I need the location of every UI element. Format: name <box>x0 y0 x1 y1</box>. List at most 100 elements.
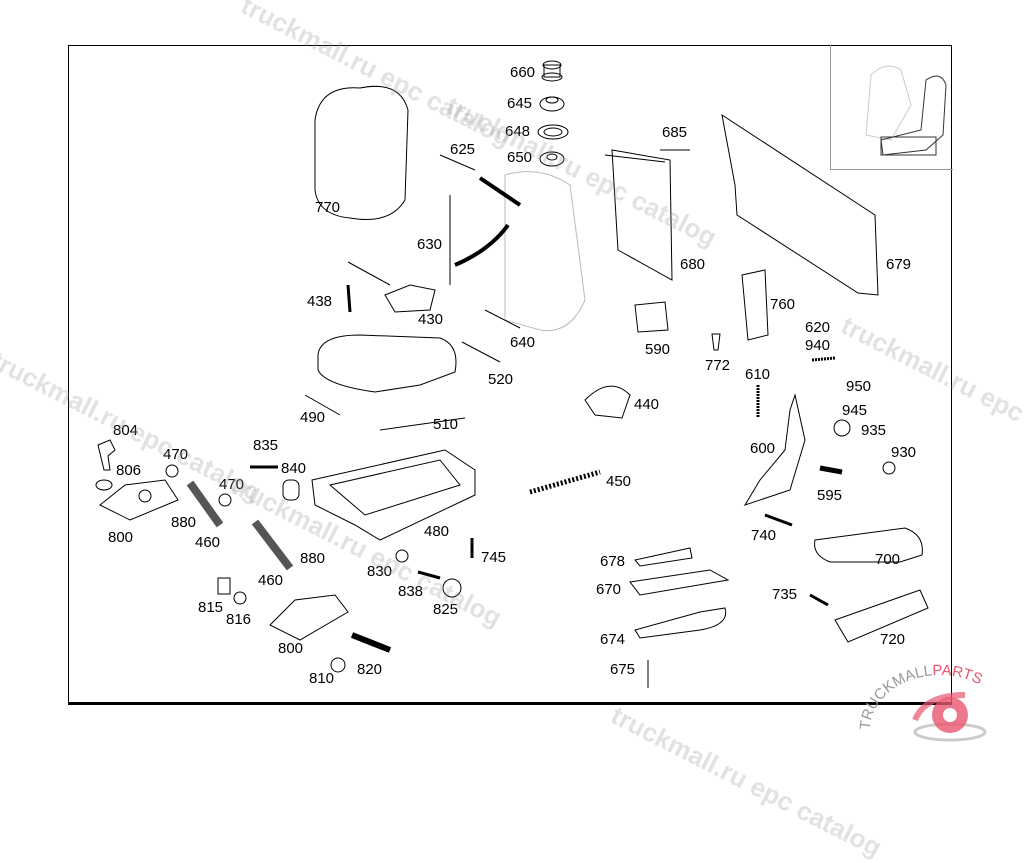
gas-spring-460-a[interactable] <box>186 480 224 528</box>
label-460-a[interactable]: 460 <box>195 534 221 551</box>
label-680[interactable]: 680 <box>680 256 706 273</box>
wire-520[interactable] <box>461 341 501 363</box>
bracket-800-left[interactable] <box>99 479 179 521</box>
label-804[interactable]: 804 <box>113 422 139 439</box>
label-772[interactable]: 772 <box>705 357 731 374</box>
label-935[interactable]: 935 <box>861 422 887 439</box>
label-490[interactable]: 490 <box>300 409 326 426</box>
label-735[interactable]: 735 <box>772 586 798 603</box>
spring-620[interactable] <box>811 356 836 362</box>
grommet-645[interactable] <box>539 96 565 112</box>
label-438[interactable]: 438 <box>307 293 333 310</box>
label-820[interactable]: 820 <box>357 661 383 678</box>
label-480[interactable]: 480 <box>424 523 450 540</box>
label-595[interactable]: 595 <box>817 487 843 504</box>
label-830[interactable]: 830 <box>367 563 393 580</box>
label-625[interactable]: 625 <box>450 141 476 158</box>
label-685[interactable]: 685 <box>662 124 688 141</box>
screw-438[interactable] <box>346 284 352 313</box>
spring-450[interactable] <box>529 469 601 495</box>
guide-760[interactable] <box>741 269 769 341</box>
label-660[interactable]: 660 <box>510 64 536 81</box>
screw-772[interactable] <box>711 333 721 351</box>
label-880-a[interactable]: 880 <box>171 514 197 531</box>
label-800-a[interactable]: 800 <box>108 529 134 546</box>
label-675[interactable]: 675 <box>610 661 636 678</box>
label-590[interactable]: 590 <box>645 341 671 358</box>
label-810[interactable]: 810 <box>309 670 335 687</box>
cap-825[interactable] <box>442 578 462 598</box>
clip-590[interactable] <box>634 301 669 333</box>
label-679[interactable]: 679 <box>886 256 912 273</box>
label-770[interactable]: 770 <box>315 199 341 216</box>
label-620[interactable]: 620 <box>805 319 831 336</box>
label-674[interactable]: 674 <box>600 631 626 648</box>
bracket-440[interactable] <box>584 385 631 419</box>
wire-625[interactable] <box>439 154 476 171</box>
lever-600[interactable] <box>743 393 806 506</box>
label-678[interactable]: 678 <box>600 553 626 570</box>
label-815[interactable]: 815 <box>198 599 224 616</box>
screw-740[interactable] <box>764 513 793 527</box>
label-670[interactable]: 670 <box>596 581 622 598</box>
label-838[interactable]: 838 <box>398 583 424 600</box>
bracket-430[interactable] <box>384 284 436 313</box>
knob-945[interactable] <box>833 419 851 437</box>
label-650[interactable]: 650 <box>507 149 533 166</box>
panel-679[interactable] <box>721 113 879 296</box>
nut-930[interactable] <box>882 461 896 475</box>
label-645[interactable]: 645 <box>507 95 533 112</box>
bolt-804[interactable] <box>97 439 116 471</box>
washer-816[interactable] <box>233 591 247 605</box>
label-640[interactable]: 640 <box>510 334 536 351</box>
gas-spring-460-b[interactable] <box>251 519 294 571</box>
headrest-770[interactable] <box>314 85 409 221</box>
label-460-b[interactable]: 460 <box>258 572 284 589</box>
label-630[interactable]: 630 <box>417 236 443 253</box>
bolt-810[interactable] <box>330 657 346 673</box>
grommet-660[interactable] <box>541 60 563 82</box>
label-760[interactable]: 760 <box>770 296 796 313</box>
plate-680[interactable] <box>604 149 673 281</box>
label-880-b[interactable]: 880 <box>300 550 326 567</box>
label-470-a[interactable]: 470 <box>163 446 189 463</box>
label-648[interactable]: 648 <box>505 123 531 140</box>
label-816[interactable]: 816 <box>226 611 252 628</box>
label-806[interactable]: 806 <box>116 462 142 479</box>
label-825[interactable]: 825 <box>433 601 459 618</box>
label-740[interactable]: 740 <box>751 527 777 544</box>
screw-595[interactable] <box>819 465 843 475</box>
label-840[interactable]: 840 <box>281 460 307 477</box>
clip-815[interactable] <box>217 577 231 595</box>
washer-806[interactable] <box>95 479 113 491</box>
label-700[interactable]: 700 <box>875 551 901 568</box>
seat-frame-480[interactable] <box>311 449 476 541</box>
wire-490[interactable] <box>304 394 341 416</box>
label-835[interactable]: 835 <box>253 437 279 454</box>
cover-670[interactable] <box>629 569 730 596</box>
label-720[interactable]: 720 <box>880 631 906 648</box>
label-520[interactable]: 520 <box>488 371 514 388</box>
grommet-650[interactable] <box>539 151 565 167</box>
clip-470-a[interactable] <box>165 464 179 478</box>
label-440[interactable]: 440 <box>634 396 660 413</box>
wire-510[interactable] <box>379 417 466 431</box>
cover-678[interactable] <box>634 547 693 567</box>
label-745[interactable]: 745 <box>481 549 507 566</box>
bushing-840[interactable] <box>282 479 300 501</box>
label-510[interactable]: 510 <box>433 416 459 433</box>
rail-720[interactable] <box>834 589 929 643</box>
label-930[interactable]: 930 <box>891 444 917 461</box>
screw-838[interactable] <box>417 570 441 580</box>
clip-470-b[interactable] <box>218 493 232 507</box>
label-800-b[interactable]: 800 <box>278 640 304 657</box>
washer-830[interactable] <box>395 549 409 563</box>
label-940[interactable]: 940 <box>805 337 831 354</box>
label-945[interactable]: 945 <box>842 402 868 419</box>
screw-735[interactable] <box>809 593 829 607</box>
ring-648[interactable] <box>537 124 569 140</box>
wire-640[interactable] <box>484 309 521 329</box>
label-600[interactable]: 600 <box>750 440 776 457</box>
cushion-main[interactable] <box>317 334 457 393</box>
armrest-700[interactable] <box>814 527 923 563</box>
